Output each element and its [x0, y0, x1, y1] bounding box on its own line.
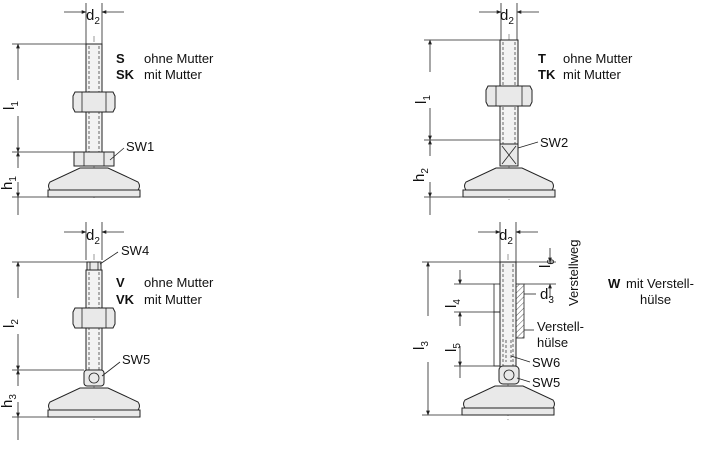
label-sw5: SW5 [122, 352, 150, 367]
code-sk: SK [116, 67, 135, 82]
levelling-pad [48, 167, 140, 191]
label-sw4: SW4 [121, 243, 149, 258]
code-s: S [116, 51, 125, 66]
text-w-mit-verstell: mit Verstell- [626, 276, 694, 291]
text-s-ohne-mutter: ohne Mutter [144, 51, 214, 66]
dim-l2-label: l2 [1, 319, 21, 328]
variant-v: d2 l2 h3 SW4 SW5 V ohne Mu [0, 222, 214, 440]
variant-w: d2 l3 l4 l5 [411, 222, 694, 420]
code-tk: TK [538, 67, 556, 82]
text-t-ohne-mutter: ohne Mutter [563, 51, 633, 66]
text-v-ohne-mutter: ohne Mutter [144, 275, 214, 290]
dim-h2-label: h2 [411, 168, 431, 182]
text-tk-mit-mutter: mit Mutter [563, 67, 621, 82]
text-w-huelse: hülse [640, 292, 671, 307]
dim-l4-label: l4 [443, 299, 463, 308]
dim-l1-label: l1 [413, 95, 433, 104]
levelling-pad [48, 387, 140, 411]
label-sw1: SW1 [126, 139, 154, 154]
variant-s: d2 l1 h1 SW1 S ohne Mutte [0, 3, 214, 215]
hex-nut [485, 85, 533, 107]
text-vk-mit-mutter: mit Mutter [144, 292, 202, 307]
dim-d2-label: d2 [500, 7, 514, 27]
dim-l1-label: l1 [1, 101, 21, 110]
label-sleeve-a: Verstell- [537, 319, 584, 334]
label-sw2: SW2 [540, 135, 568, 150]
dim-d3-label: d3 [540, 286, 554, 306]
dim-l6-label: l6 [537, 259, 557, 268]
label-sw6: SW6 [532, 355, 560, 370]
code-v: V [116, 275, 125, 290]
label-verstellweg: Verstellweg [566, 240, 581, 306]
hex-nut [72, 91, 116, 113]
dim-d2-label: d2 [499, 227, 513, 247]
hex-nut [72, 307, 116, 329]
dim-l3-label: l3 [411, 341, 431, 350]
hex-sw5 [83, 369, 105, 387]
code-vk: VK [116, 292, 135, 307]
dim-d2-label: d2 [86, 7, 100, 27]
code-w: W [608, 276, 621, 291]
hex-sw4 [86, 261, 102, 271]
label-sw5: SW5 [532, 375, 560, 390]
adjusting-sleeve [515, 283, 525, 339]
variant-t: d2 l1 h2 SW2 T ohne Mutter TK mit Mutter [411, 3, 633, 215]
dim-h3-label: h3 [0, 394, 19, 408]
levelling-pad [464, 167, 554, 191]
dim-l5-label: l5 [443, 343, 463, 352]
threaded-stud [499, 261, 517, 369]
hex-sw5 [498, 365, 520, 385]
dim-h1-label: h1 [0, 176, 19, 190]
text-sk-mit-mutter: mit Mutter [144, 67, 202, 82]
code-t: T [538, 51, 546, 66]
dim-d2-label: d2 [86, 227, 100, 247]
label-sleeve-b: hülse [537, 335, 568, 350]
hex-sw1 [73, 151, 115, 167]
